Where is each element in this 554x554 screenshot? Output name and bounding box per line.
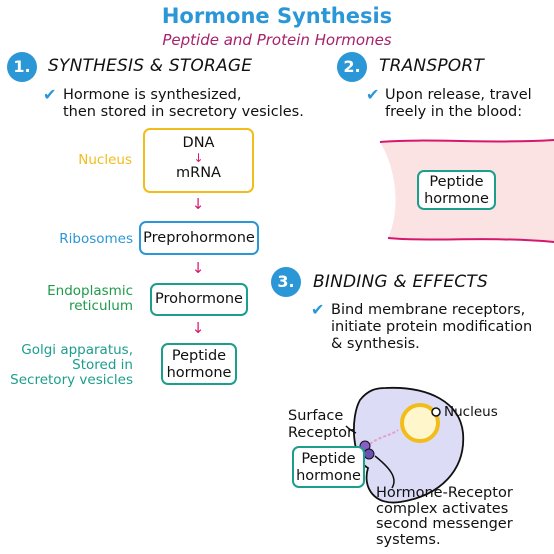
arrow-down-icon: ↓	[191, 195, 205, 213]
peptide-hormone-receptor-box: Peptide hormone	[292, 446, 365, 488]
arrow-down-icon: ↓	[193, 151, 204, 165]
surface-receptor-label: Surface Receptor	[288, 408, 353, 442]
peptide-hormone-golgi-box: Peptide hormone	[161, 343, 237, 385]
synthesis-check-line: Hormone is synthesized,	[63, 87, 242, 103]
golgi-label-line: Stored in	[72, 357, 133, 373]
er-label-line: reticulum	[68, 298, 133, 314]
box-line: Peptide	[429, 174, 484, 190]
complex-description: Hormone-Receptor complex activates secon…	[376, 485, 513, 548]
complex-line: Hormone-Receptor	[376, 485, 513, 501]
section-heading-synthesis: SYNTHESIS & STORAGE	[48, 56, 253, 76]
nucleus-box: DNA ↓ mRNA	[143, 128, 254, 193]
peptide-hormone-blood-box: Peptide hormone	[417, 170, 496, 210]
transport-check-line: freely in the blood:	[385, 104, 523, 120]
binding-check-line: & synthesis.	[331, 336, 420, 352]
arrow-down-icon: ↓	[191, 319, 205, 337]
box-line: hormone	[424, 191, 489, 207]
dna-text: DNA	[182, 135, 215, 151]
section-heading-transport: TRANSPORT	[379, 56, 484, 76]
synthesis-check-line: then stored in secretory vesicles.	[63, 104, 304, 120]
transport-check-line: Upon release, travel	[385, 87, 532, 103]
er-label-line: Endoplasmic	[47, 283, 133, 299]
surface-receptor-line: Receptor	[288, 425, 353, 441]
checkmark-icon: ✔	[311, 300, 325, 319]
nucleus-label: Nucleus	[78, 152, 132, 168]
page-subtitle: Peptide and Protein Hormones	[162, 31, 392, 49]
transport-check-text: Upon release, travel freely in the blood…	[385, 87, 532, 121]
section-number-3: 3.	[271, 267, 301, 297]
arrow-down-icon: ↓	[191, 259, 205, 277]
section-heading-binding: BINDING & EFFECTS	[313, 272, 488, 292]
binding-check-line: initiate protein modification	[331, 319, 533, 335]
golgi-label-line: Secretory vesicles	[10, 372, 133, 388]
binding-check-text: Bind membrane receptors, initiate protei…	[331, 302, 532, 353]
prohormone-box: Prohormone	[150, 283, 248, 316]
checkmark-icon: ✔	[43, 85, 57, 104]
er-label: Endoplasmic reticulum	[15, 284, 133, 314]
golgi-label-line: Golgi apparatus,	[21, 342, 133, 358]
ribosomes-label: Ribosomes	[59, 231, 133, 247]
complex-line: second messenger	[376, 516, 513, 532]
surface-receptor-line: Surface	[288, 408, 344, 424]
synthesis-check-text: Hormone is synthesized, then stored in s…	[63, 87, 304, 121]
complex-line: complex activates	[376, 500, 509, 517]
binding-check-line: Bind membrane receptors,	[331, 302, 526, 318]
preprohormone-box: Preprohormone	[139, 221, 259, 255]
cell-nucleus-label: Nucleus	[444, 404, 498, 420]
box-line: Peptide	[171, 348, 227, 364]
golgi-label: Golgi apparatus, Stored in Secretory ves…	[0, 343, 133, 388]
box-line: Peptide	[301, 451, 356, 467]
checkmark-icon: ✔	[366, 85, 380, 104]
box-line: hormone	[296, 468, 361, 484]
box-line: hormone	[166, 365, 232, 381]
complex-line: systems.	[376, 531, 441, 548]
cell-diagram	[345, 387, 465, 504]
section-number-1: 1.	[7, 52, 37, 82]
page-title: Hormone Synthesis	[161, 4, 393, 28]
section-number-2: 2.	[337, 52, 367, 82]
mrna-text: mRNA	[176, 165, 221, 181]
